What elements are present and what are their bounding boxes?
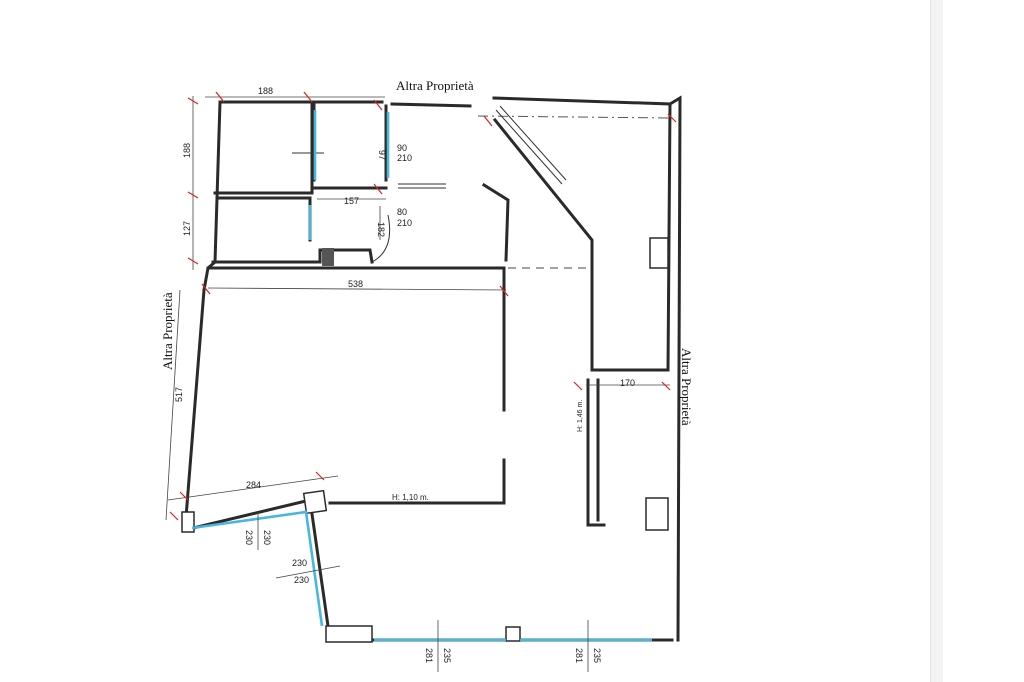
glazed-openings [191, 110, 652, 642]
dim-door-2-width: 80 [397, 207, 407, 217]
dim-window-1-b: 235 [442, 648, 452, 663]
dim-front-left-b: 230 [262, 530, 272, 545]
page-edge-strip [930, 0, 943, 682]
dimension-ticks [169, 91, 677, 521]
dim-corridor-width: 157 [344, 196, 359, 206]
neighbour-label-right: Altra Proprietà [679, 348, 694, 426]
dim-right-room-width: 170 [620, 378, 635, 388]
dim-window-2-b: 235 [592, 648, 602, 663]
dim-window-2-a: 281 [574, 648, 584, 663]
dim-front-left-a: 230 [244, 530, 254, 545]
dim-door-1-width: 90 [397, 143, 407, 153]
neighbour-label-left: Altra Proprietà [160, 292, 175, 370]
dim-door-2-height: 210 [397, 218, 412, 228]
dim-top-width: 188 [258, 86, 273, 96]
dimension-lines [165, 96, 670, 672]
dim-front-lower-b: 230 [294, 575, 309, 585]
dim-left-upper: 188 [182, 143, 192, 158]
note-wall-height: H: 1,10 m. [392, 493, 429, 502]
neighbour-label-top: Altra Proprietà [396, 78, 474, 93]
dim-window-1-a: 281 [424, 648, 434, 663]
dim-room-width: 538 [348, 279, 363, 289]
dim-door-2-side: 182 [376, 222, 386, 237]
note-vertical-height: H: 1,46 m. [577, 400, 584, 432]
dim-front-lower-a: 230 [292, 558, 307, 568]
dim-left-middle: 127 [182, 221, 192, 236]
dim-door-1-height: 210 [397, 153, 412, 163]
dim-front-left-width: 284 [246, 480, 261, 490]
interior-walls [206, 101, 671, 527]
outer-walls [183, 95, 682, 642]
dim-door-1-side: 97 [377, 150, 387, 160]
pillars [181, 237, 669, 643]
dim-left-long: 517 [174, 387, 184, 402]
